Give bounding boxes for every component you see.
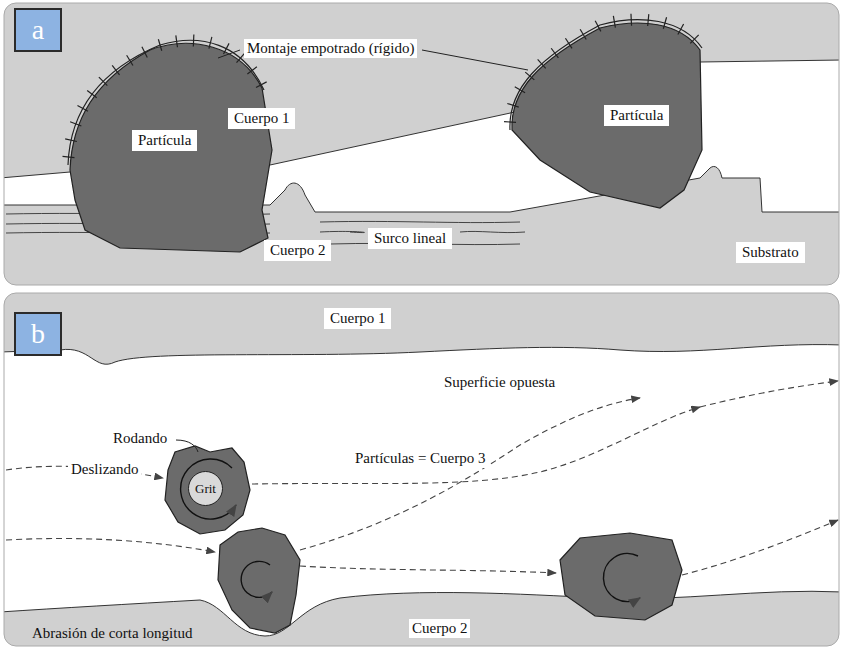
part-label: Surco lineal [368, 228, 452, 249]
mount-tick [70, 122, 81, 126]
mount-tick [678, 24, 684, 35]
panel-letter: b [14, 312, 62, 356]
rolling-path [300, 398, 640, 550]
label-text: Surco lineal [374, 230, 446, 246]
groove-line [320, 231, 364, 232]
label-text: b [31, 318, 45, 350]
particle [512, 23, 702, 208]
mount-tick [613, 16, 615, 28]
mount-tick [112, 65, 119, 74]
annotation-label: Partículas = Cuerpo 3 [352, 449, 489, 468]
particle [218, 528, 300, 633]
particle-paths [6, 381, 838, 575]
annotation-label: Deslizando [68, 460, 141, 479]
mount-tick [525, 72, 534, 80]
part-label: Substrato [736, 242, 805, 263]
grit-circle: Grit [188, 471, 223, 506]
rotation-arrow [241, 561, 272, 597]
groove-line [460, 231, 525, 232]
mount-tick [247, 67, 257, 74]
label-text: Cuerpo 2 [270, 242, 325, 258]
mount-tick [648, 14, 649, 26]
mount-tick [63, 156, 75, 157]
lower-body [4, 591, 839, 646]
mount-tick [77, 106, 88, 112]
label-text: a [32, 14, 44, 46]
rolling-path [700, 381, 838, 407]
label-text: Substrato [742, 244, 799, 260]
mount-tick [630, 14, 632, 26]
panel-b-border [4, 293, 839, 646]
mount-tick [193, 34, 195, 46]
mount-tick [65, 139, 77, 142]
rolling-path [682, 520, 838, 575]
part-label: Partícula [132, 130, 197, 151]
mount-tick [580, 29, 586, 39]
label-text: Cuerpo 1 [330, 310, 385, 326]
mount-tick [663, 17, 666, 29]
mount-tick [538, 59, 546, 68]
mount-tick [224, 43, 230, 54]
label-text: Cuerpo 1 [234, 110, 289, 126]
annotation-label: Abrasión de corta longitud [29, 624, 195, 643]
part-label: Cuerpo 1 [228, 108, 295, 129]
label-text: Partícula [610, 107, 663, 123]
part-label: Partícula [604, 105, 669, 126]
mount-tick [256, 82, 267, 88]
rigid-mount-ticks [63, 14, 699, 158]
annotation-label: Superficie opuesta [441, 373, 558, 392]
part-label: Cuerpo 2 [264, 240, 331, 261]
mount-tick [690, 35, 698, 44]
rigid-mount-line [510, 20, 702, 130]
sliding-path [300, 566, 556, 573]
annotation-label: Cuerpo 2 [409, 619, 470, 638]
particle [70, 43, 272, 252]
mount-tick [551, 48, 558, 58]
leader-line [218, 50, 240, 58]
mount-tick [176, 35, 178, 47]
mount-tick [507, 103, 518, 107]
annotation-label: Rodando [110, 429, 170, 448]
rotation-arrow [181, 459, 236, 519]
panel-a-border [4, 3, 839, 285]
leader-line [176, 440, 198, 452]
mount-tick [158, 39, 161, 51]
leader-line [422, 50, 528, 70]
mount-tick [99, 77, 107, 86]
mount-tick [595, 21, 601, 32]
upper-body [4, 293, 839, 364]
mount-tick [87, 91, 97, 98]
rigid-mount-line [68, 40, 264, 165]
particle [560, 533, 682, 620]
mount-tick [127, 55, 133, 65]
particle [165, 446, 250, 534]
label-text: Grit [195, 481, 216, 497]
rotation-arrow [603, 554, 640, 602]
panel-letter: a [14, 8, 62, 52]
mount-tick [515, 87, 525, 93]
sliding-path [6, 539, 215, 553]
annotation-label: Montaje empotrado (rígido) [244, 39, 417, 58]
mount-tick [565, 38, 572, 48]
mount-tick [142, 47, 147, 58]
mount-tick [209, 37, 212, 49]
groove-line [320, 221, 520, 222]
mount-tick [504, 121, 516, 123]
label-text: Partícula [138, 132, 191, 148]
part-label: Cuerpo 1 [324, 308, 391, 329]
